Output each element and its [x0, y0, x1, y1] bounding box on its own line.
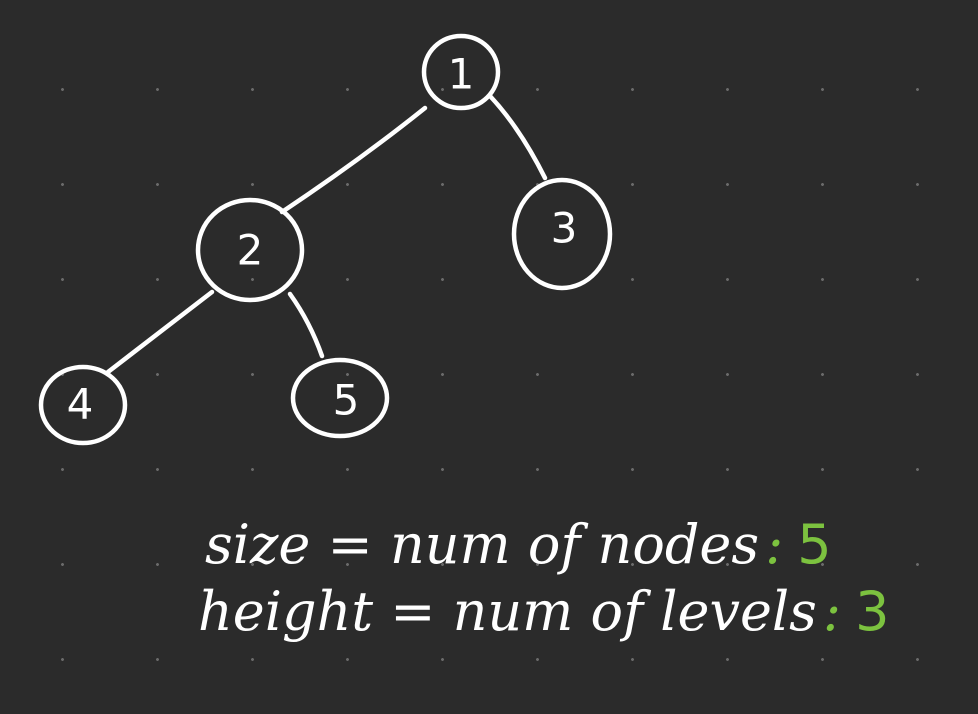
tree-node-5: 5 [290, 357, 390, 439]
size-note: size = num of nodes:5 [205, 518, 832, 572]
height-note: height = num of levels:3 [198, 585, 889, 639]
node-label-3: 3 [551, 204, 578, 253]
size-separator: : [765, 513, 784, 576]
node-label-5: 5 [333, 376, 360, 425]
tree-node-3: 3 [511, 177, 613, 291]
edge-1-2 [279, 105, 428, 215]
size-value: 5 [797, 513, 832, 576]
node-label-1: 1 [448, 50, 475, 99]
height-value: 3 [855, 580, 890, 643]
node-label-4: 4 [67, 380, 94, 429]
tree-node-2: 2 [195, 197, 305, 303]
edge-2-5 [287, 291, 325, 359]
edge-1-3 [487, 93, 548, 181]
height-separator: : [822, 580, 842, 643]
tree-node-1: 1 [421, 33, 501, 111]
tree-node-4: 4 [38, 364, 128, 446]
height-definition: height = num of levels [198, 580, 817, 643]
edge-2-4 [105, 289, 215, 375]
size-definition: size = num of nodes [205, 513, 760, 576]
node-label-2: 2 [237, 226, 264, 275]
